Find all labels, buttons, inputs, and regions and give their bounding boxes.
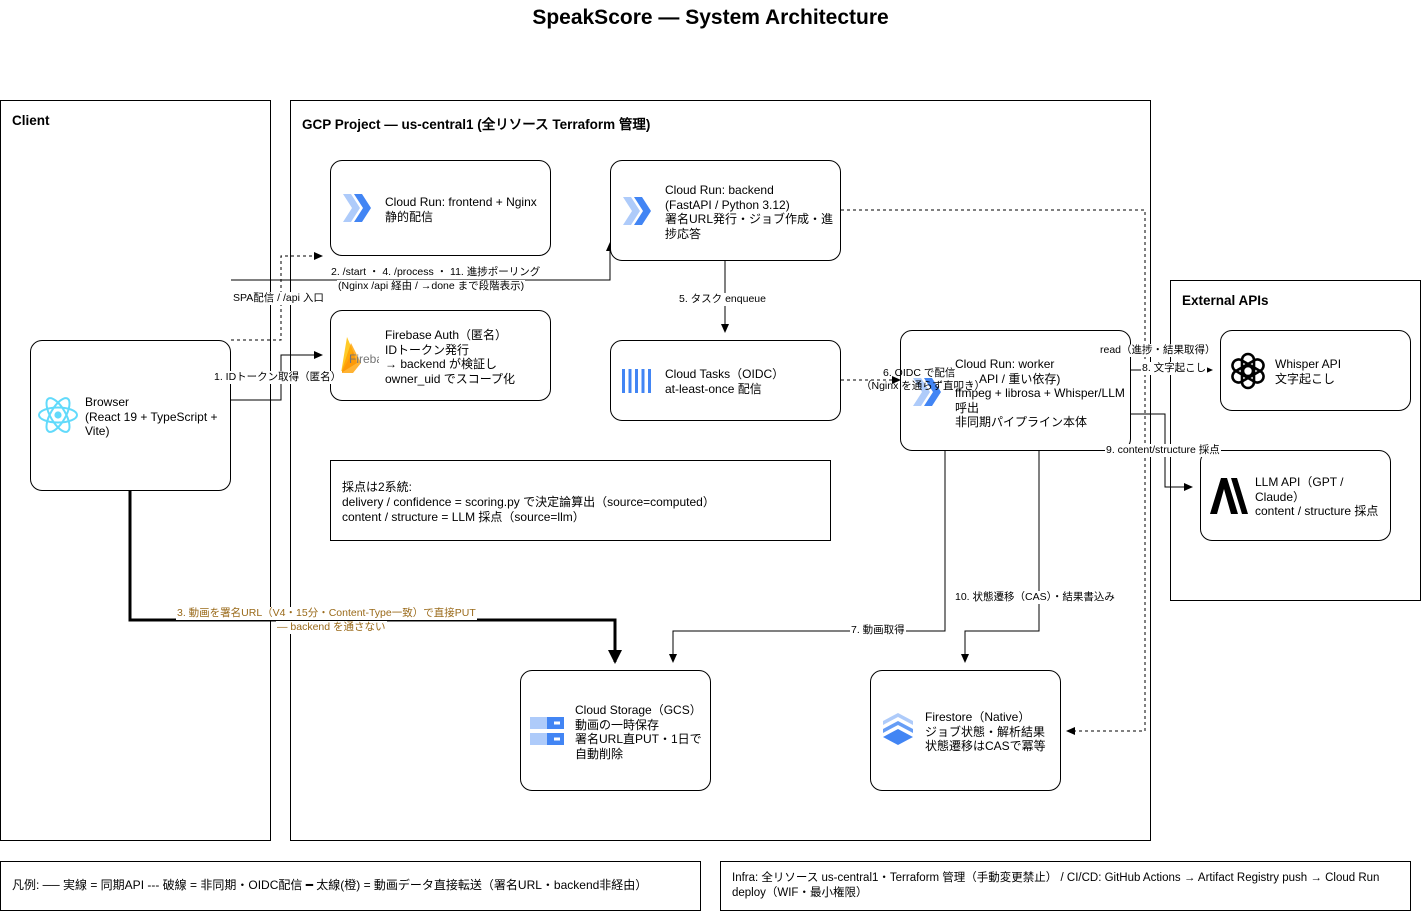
firebase-icon: Firebase [341,337,379,373]
firestore-line2: ジョブ状態・解析結果 [925,724,1046,739]
gcs-line4: 自動削除 [575,746,624,761]
firebase-node: Firebase Firebase Auth（匿名） IDトークン発行 → ba… [330,310,551,401]
edge-label-idtoken: 1. IDトークン取得（匿名） [213,371,343,384]
llm-line2: Claude） [1255,489,1306,504]
infra-box: Infra: 全リソース us-central1・Terraform 管理（手動… [720,861,1411,911]
firestore-title: Firestore（Native） [925,710,1031,724]
legend-box: 凡例: ── 実線 = 同期API --- 破線 = 非同期・OIDC配信 ━ … [0,861,701,911]
cloud-tasks-node: Cloud Tasks（OIDC） at-least-once 配信 [610,340,841,421]
gcs-line3: 署名URL直PUT・1日で [575,732,702,746]
frontend-line2: 静的配信 [385,209,434,224]
scoring-note-line2: delivery / confidence = scoring.py で決定論算… [342,495,715,509]
worker-line3: ffmpeg + librosa + Whisper/LLM [955,386,1125,400]
llm-node: LLM API（GPT / Claude） content / structur… [1200,450,1391,541]
edge-read [841,209,1146,735]
edge-label-read: read（進捗・結果取得） [1099,344,1217,357]
scoring-note: 採点は2系統: delivery / confidence = scoring.… [330,460,831,541]
browser-node: Browser (React 19 + TypeScript + Vite) [30,340,231,491]
scoring-note-line1: 採点は2系統: [342,480,413,494]
backend-line4: 捗応答 [665,226,702,241]
cloud-tasks-line2: at-least-once 配信 [665,381,762,396]
worker-line2: API / 重い依存) [955,371,1061,386]
browser-line2: (React 19 + TypeScript + [85,409,218,424]
edge-label-oidc-line1: 6. OIDC で配信 [883,367,956,379]
cloud-tasks-icon [622,369,651,393]
cloud-run-icon [343,194,371,222]
client-container: Client [0,100,271,841]
cloud-run-icon [913,378,941,406]
firebase-line4: owner_uid でスコープ化 [385,371,515,386]
edge-label-oidc-line2: （Nginx を通らず直叩き） [861,380,986,392]
backend-line3: 署名URL発行・ジョブ作成・進 [665,212,834,226]
external-apis-label: External APIs [1182,293,1269,308]
page-title: SpeakScore — System Architecture [532,6,889,29]
browser-line3: Vite) [85,424,110,438]
worker-node: Cloud Run: worker API / 重い依存) ffmpeg + l… [900,330,1131,451]
edge-label-scoring: 9. content/structure 採点 [1105,444,1221,457]
edge-upload [128,491,622,664]
gcp-label: GCP Project — us-central1 (全リソース Terrafo… [302,117,651,132]
firestore-icon [883,713,913,745]
edge-label-spa: SPA配信 / /api 入口 [232,292,325,305]
react-icon [38,397,78,433]
worker-title: Cloud Run: worker [955,357,1055,371]
edge-label-fetch: 7. 動画取得 [850,624,906,637]
worker-line5: 非同期パイプライン本体 [955,415,1088,429]
whisper-node: Whisper API 文字起こし [1220,330,1411,411]
firebase-title: Firebase Auth（匿名） [385,328,508,342]
gcs-title: Cloud Storage（GCS） [575,703,702,717]
cloud-run-icon [623,197,651,225]
client-label: Client [12,113,50,128]
backend-node: Cloud Run: backend (FastAPI / Python 3.1… [610,160,841,261]
llm-line3: content / structure 採点 [1255,504,1379,518]
edge-fetch [669,450,946,663]
edge-state [961,450,1040,663]
edge-label-transcribe: 8. 文字起こし [1141,362,1208,375]
openai-icon [1231,352,1265,390]
cloud-storage-icon [530,717,564,745]
edge-label-enqueue: 5. タスク enqueue [678,293,767,306]
firebase-line3: → backend が検証し [385,357,498,371]
firebase-line2: IDトークン発行 [385,342,470,357]
backend-line2: (FastAPI / Python 3.12) [665,197,790,212]
edge-label-api-line2: (Nginx /api 経由 / →done まで段階表示) [337,280,526,293]
frontend-node: Cloud Run: frontend + Nginx 静的配信 [330,160,551,256]
infra-line2: deploy（WIF・最小権限） [732,887,868,899]
frontend-title: Cloud Run: frontend + Nginx [385,195,537,209]
edge-label-api-line1: 2. /start ・ 4. /process ・ 11. 進捗ポーリング [330,266,542,279]
infra-line1: Infra: 全リソース us-central1・Terraform 管理（手動… [732,872,1380,884]
scoring-note-line3: content / structure = LLM 採点（source=llm） [342,510,585,524]
edge-label-upload-line2: — backend を通さない [276,621,387,634]
gcp-container: GCP Project — us-central1 (全リソース Terrafo… [290,100,1151,841]
edge-label-upload-line1: 3. 動画を署名URL（V4・15分・Content-Type一致）で直接PUT [176,607,477,620]
worker-line4: 呼出 [955,400,980,415]
gcs-node: Cloud Storage（GCS） 動画の一時保存 署名URL直PUT・1日で… [520,670,711,791]
backend-title: Cloud Run: backend [665,183,774,197]
whisper-line2: 文字起こし [1275,371,1336,386]
browser-title: Browser [85,395,130,409]
gcs-line2: 動画の一時保存 [575,717,660,732]
svg-text:Firebase: Firebase [349,352,379,366]
llm-title: LLM API（GPT / [1255,475,1344,489]
edge-label-state: 10. 状態遷移（CAS）・結果書込み [954,591,1116,604]
cloud-tasks-title: Cloud Tasks（OIDC） [665,367,785,381]
anthropic-icon [1210,478,1248,514]
firestore-line3: 状態遷移はCASで冪等 [925,739,1046,753]
legend-text: 凡例: ── 実線 = 同期API --- 破線 = 非同期・OIDC配信 ━ … [12,878,648,892]
whisper-title: Whisper API [1275,357,1342,371]
firestore-node: Firestore（Native） ジョブ状態・解析結果 状態遷移はCASで冪等 [870,670,1061,791]
